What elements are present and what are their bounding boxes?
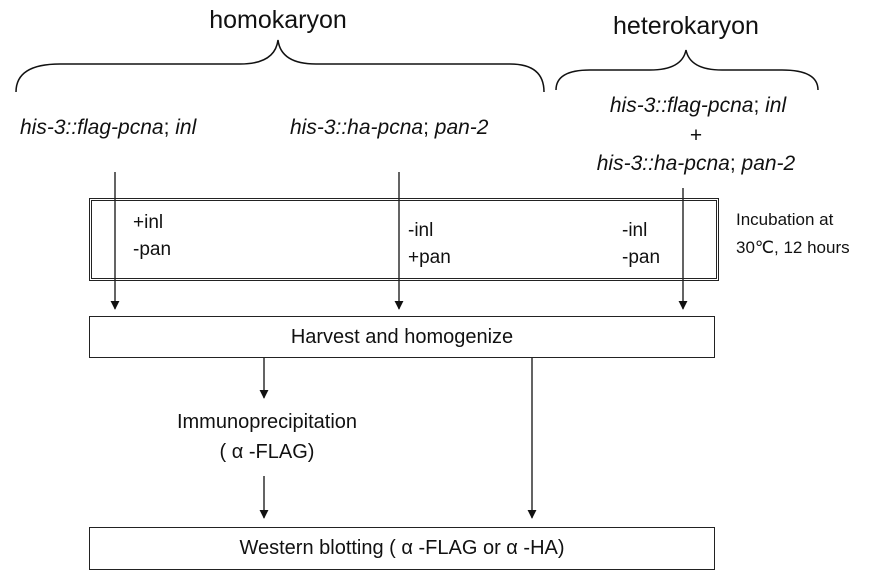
genotype-plus-sign: +: [689, 124, 703, 147]
condition-hetero: -inl -pan: [622, 220, 661, 268]
harvest-box: Harvest and homogenize: [89, 316, 715, 358]
homokaryon-brace: [15, 39, 545, 93]
condition-homo-flag: +inl -pan: [133, 212, 172, 260]
harvest-label: Harvest and homogenize: [290, 325, 514, 348]
condition-homo-ha: -inl +pan: [408, 220, 451, 268]
incubation-box: [89, 198, 719, 281]
ip-label: Immunoprecipitation: [176, 411, 358, 433]
genotype-homo-ha: his-3::ha-pcna; pan-2: [290, 116, 489, 139]
incubation-note: Incubation at 30℃, 12 hours: [736, 210, 850, 257]
heterokaryon-label: heterokaryon: [613, 12, 759, 40]
genotype-hetero-ha: his-3::ha-pcna; pan-2: [596, 152, 796, 175]
genotype-homo-flag: his-3::flag-pcna; inl: [20, 116, 197, 139]
heterokaryon-brace: [555, 49, 819, 91]
genotype-hetero-flag: his-3::flag-pcna; inl: [609, 94, 787, 117]
immunoprecipitation-step: Immunoprecipitation ( α -FLAG): [177, 407, 357, 467]
homokaryon-label: homokaryon: [209, 6, 347, 34]
western-blot-box: Western blotting ( α -FLAG or α -HA): [89, 527, 715, 570]
ip-antibody-label: ( α -FLAG): [219, 441, 315, 463]
western-blot-label: Western blotting ( α -FLAG or α -HA): [239, 537, 565, 559]
